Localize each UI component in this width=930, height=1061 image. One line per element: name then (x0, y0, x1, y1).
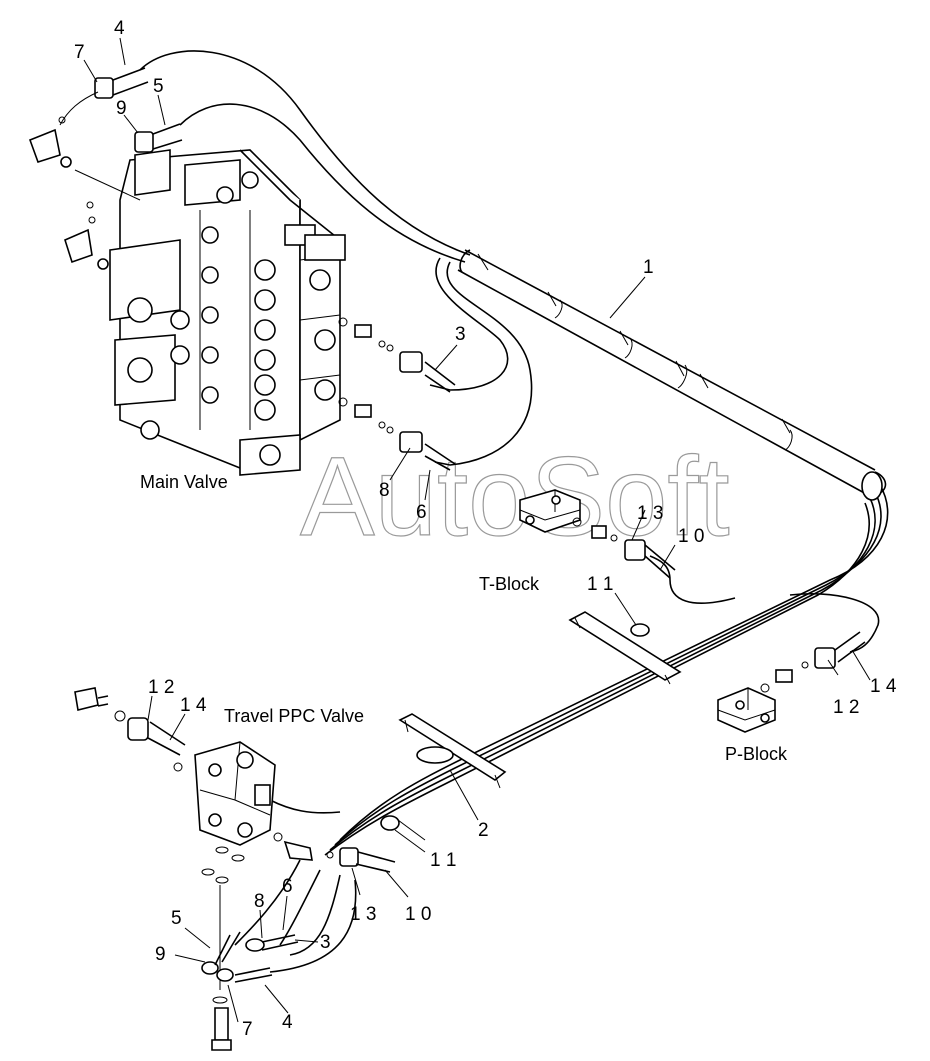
callout-7-top: 7 (74, 42, 85, 63)
callout-4-bottom: 4 (282, 1012, 293, 1033)
clamp-2 (398, 713, 507, 789)
callout-9-bottom: 9 (155, 944, 166, 965)
callout-11-bottom: 1 1 (430, 850, 456, 871)
callout-4-top: 4 (114, 18, 125, 39)
clamp-tblock (568, 611, 682, 685)
t-block (519, 489, 676, 579)
callout-12-pblock: 1 2 (833, 697, 859, 718)
main-valve-fittings (28, 67, 456, 471)
protective-sleeve (477, 253, 883, 501)
hose-bundle (139, 50, 889, 973)
callout-10-bottom: 1 0 (405, 904, 431, 925)
callout-8-top: 8 (379, 480, 390, 501)
callout-6-bottom: 6 (282, 876, 293, 897)
travel-ppc-valve-label: Travel PPC Valve (224, 706, 364, 726)
leader-lines (83, 37, 871, 1023)
callout-13-bottom: 1 3 (350, 904, 376, 925)
callout-2: 2 (478, 820, 489, 841)
callout-14-pblock: 1 4 (870, 676, 897, 697)
watermark: AutoSoft (300, 434, 730, 559)
main-valve-body (109, 149, 346, 476)
t-block-label: T-Block (479, 574, 540, 594)
clamp-bottom (380, 815, 426, 841)
callout-9-top: 9 (116, 98, 127, 119)
callout-13-tblock: 1 3 (637, 503, 663, 524)
callout-6-top: 6 (416, 502, 427, 523)
callout-7-bottom: 7 (242, 1019, 253, 1040)
callout-8-bottom: 8 (254, 891, 265, 912)
callout-1: 1 (643, 257, 654, 278)
p-block-label: P-Block (725, 744, 788, 764)
callout-5-top: 5 (153, 76, 164, 97)
callout-10-tblock: 1 0 (678, 526, 704, 547)
travel-ppc-valve (74, 687, 396, 1051)
callout-5-bottom: 5 (171, 908, 182, 929)
callout-3-top: 3 (455, 324, 466, 345)
callout-14-ppc: 1 4 (180, 695, 207, 716)
callout-3-bottom: 3 (320, 932, 331, 953)
callout-12-ppc: 1 2 (148, 677, 174, 698)
callout-11-tblock: 1 1 (587, 574, 613, 595)
p-block (717, 631, 866, 733)
main-valve-label: Main Valve (140, 472, 228, 492)
part-labels: Main Valve T-Block P-Block Travel PPC Va… (140, 472, 788, 764)
callout-numbers: 4 7 5 9 1 3 8 6 1 3 1 0 1 1 1 2 1 4 1 2 … (74, 18, 897, 1040)
